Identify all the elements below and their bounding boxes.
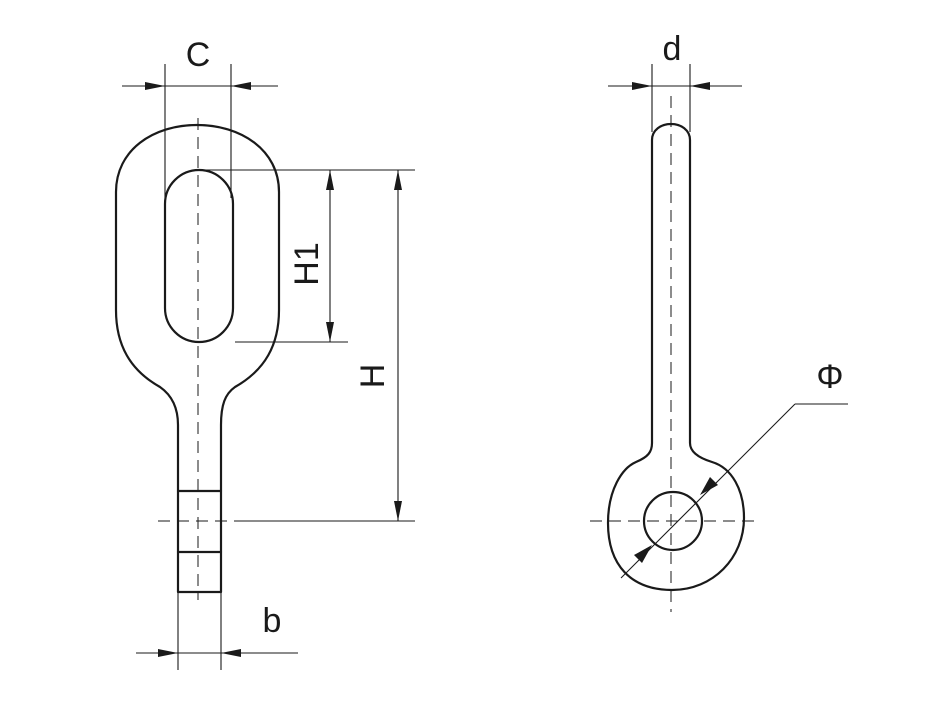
dimension-c: C [122,36,278,198]
dimension-h: H [240,170,415,522]
dimension-label-d: d [663,30,682,68]
dimension-label-phi: Φ [816,358,843,396]
dimension-phi: Φ [620,358,848,579]
dimension-d: d [608,30,742,132]
front-view-outer-profile [114,123,281,594]
front-view [114,118,281,600]
side-view-hole [642,490,704,552]
front-view-slot [163,168,235,344]
dimension-label-b: b [263,602,282,640]
dimension-label-h1: H1 [288,242,326,285]
dimension-label-c: C [186,36,211,74]
dimension-b: b [136,592,298,670]
side-view [590,96,760,612]
dimension-label-h: H [354,364,392,389]
side-view-outer-profile [606,122,746,592]
dimension-h1: H1 [205,169,415,343]
